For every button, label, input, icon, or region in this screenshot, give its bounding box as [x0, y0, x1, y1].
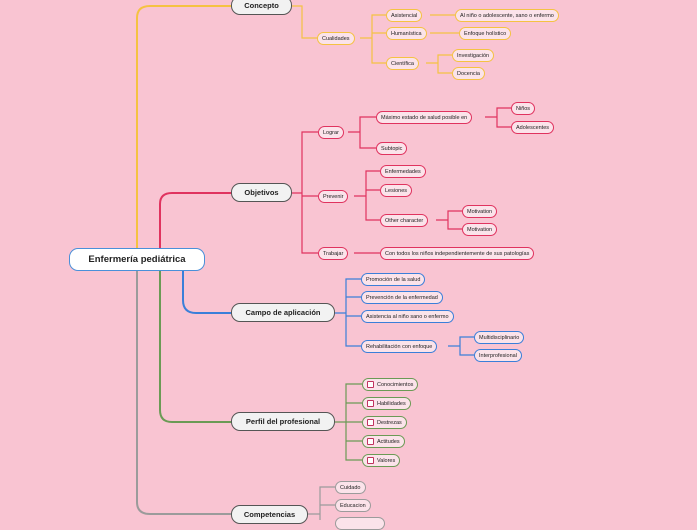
topic-lograr[interactable]: Lograr [318, 126, 344, 139]
topic-habilidades[interactable]: Habilidades [362, 397, 411, 410]
checkbox-icon[interactable] [367, 400, 374, 407]
topic-asistencial[interactable]: Asistencial [386, 9, 423, 22]
topic-cualidades[interactable]: Cualidades [317, 32, 355, 45]
topic-multidisciplinario[interactable]: Multidisciplinario [474, 331, 525, 344]
topic-educacion[interactable]: Educacion [335, 499, 371, 512]
topic-prevencion[interactable]: Prevención de la enfermedad [361, 291, 443, 304]
topic-enfermedades[interactable]: Enfermedades [380, 165, 426, 178]
topic-lesiones[interactable]: Lesiones [380, 184, 413, 197]
topic-valores[interactable]: Valores [362, 454, 401, 467]
topic-partial[interactable] [335, 517, 385, 530]
topic-motivation-1[interactable]: Motivation [462, 205, 498, 218]
topic-objetivos[interactable]: Objetivos [231, 183, 292, 202]
topic-humanistica[interactable]: Humanística [386, 27, 427, 40]
topic-adolescentes[interactable]: Adolescentes [511, 121, 555, 134]
topic-subtopic[interactable]: Subtopic [376, 142, 408, 155]
topic-actitudes[interactable]: Actitudes [362, 435, 405, 448]
topic-concepto[interactable]: Concepto [231, 0, 292, 15]
topic-asistencial-detail[interactable]: Al niño o adolescente, sano o enfermo [455, 9, 559, 22]
topic-campo-aplicacion[interactable]: Campo de aplicación [231, 303, 335, 322]
topic-cientifica[interactable]: Científica [386, 57, 419, 70]
topic-conocimientos[interactable]: Conocimientos [362, 378, 419, 391]
topic-destrezas[interactable]: Destrezas [362, 416, 407, 429]
topic-perfil-profesional[interactable]: Perfil del profesional [231, 412, 335, 431]
topic-trabajar-detail[interactable]: Con todos los niños independientemente d… [380, 247, 535, 260]
topic-interprofesional[interactable]: Interprofesional [474, 349, 522, 362]
topic-rehabilitacion[interactable]: Rehabilitación con enfoque [361, 340, 438, 353]
topic-docencia[interactable]: Docencia [452, 67, 485, 80]
topic-investigacion[interactable]: Investigación [452, 49, 495, 62]
root-topic[interactable]: Enfermería pediátrica [69, 248, 205, 271]
topic-prevenir[interactable]: Prevenir [318, 190, 349, 203]
topic-asistencia[interactable]: Asistencia al niño sano o enfermo [361, 310, 454, 323]
checkbox-icon[interactable] [367, 438, 374, 445]
checkbox-icon[interactable] [367, 419, 374, 426]
topic-promocion[interactable]: Promoción de la salud [361, 273, 426, 286]
topic-competencias[interactable]: Competencias [231, 505, 308, 524]
topic-maximo-estado[interactable]: Máximo estado de salud posible en [376, 111, 473, 124]
topic-trabajar[interactable]: Trabajar [318, 247, 349, 260]
topic-other-character[interactable]: Other character [380, 214, 429, 227]
topic-humanistica-detail[interactable]: Enfoque holístico [459, 27, 512, 40]
checkbox-icon[interactable] [367, 457, 374, 464]
topic-motivation-2[interactable]: Motivation [462, 223, 498, 236]
checkbox-icon[interactable] [367, 381, 374, 388]
topic-cuidado[interactable]: Cuidado [335, 481, 366, 494]
topic-ninos[interactable]: Niños [511, 102, 536, 115]
